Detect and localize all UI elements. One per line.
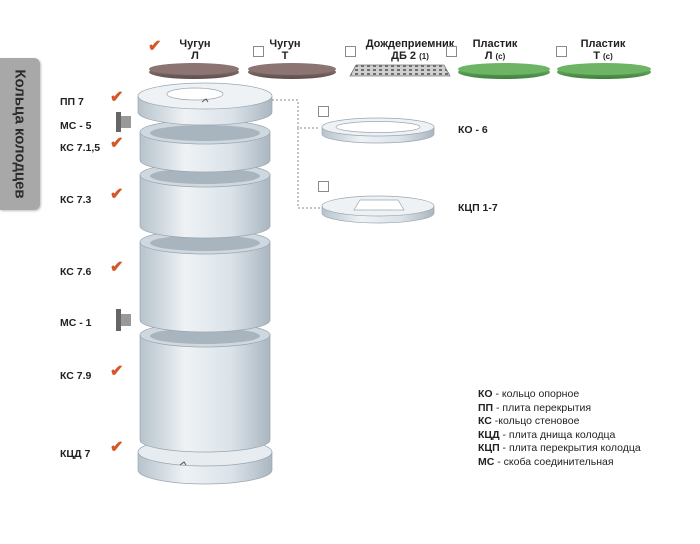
check-icon[interactable]: ✔ [110, 89, 124, 106]
cover-checkbox-2[interactable] [345, 46, 356, 57]
check-icon: ✔ [148, 38, 162, 55]
cover-plastic-t[interactable] [557, 63, 651, 79]
connector-line [272, 99, 320, 209]
legend-row: КЦП - плита перекрытия колодца [478, 442, 641, 454]
ring-ks-7-1-5[interactable] [139, 119, 271, 173]
cover-label-4: Пластик Т (с) [580, 38, 626, 62]
cover-checkbox-4[interactable] [556, 46, 567, 57]
alt-checkbox-kcp[interactable] [318, 181, 329, 192]
ring-ks-7-3[interactable] [139, 162, 271, 239]
cover-checkbox-3[interactable] [446, 46, 457, 57]
bracket-icon[interactable] [116, 112, 132, 132]
alt-checkbox-ko6[interactable] [318, 106, 329, 117]
check-icon[interactable]: ✔ [110, 363, 124, 380]
ring-ko-6[interactable] [321, 117, 435, 144]
bracket-icon[interactable] [116, 309, 132, 331]
ring-ks-7-9[interactable] [139, 322, 271, 453]
cover-label-3: Пластик Л (с) [472, 38, 518, 62]
legend-row: КО - кольцо опорное [478, 388, 580, 400]
cover-cast-iron-l[interactable] [149, 63, 239, 79]
cover-checkbox-1[interactable] [253, 46, 264, 57]
cover-label-2: Дождеприемник ДБ 2 (1) [365, 38, 455, 62]
legend-row: КЦД - плита днища колодца [478, 428, 616, 441]
label-kcd7: КЦД 7 [60, 448, 91, 460]
label-kcp: КЦП 1-7 [458, 202, 498, 214]
legend-row: МС - скоба соединительная [478, 455, 614, 468]
cover-plastic-l[interactable] [458, 63, 550, 79]
check-icon[interactable]: ✔ [110, 186, 124, 203]
label-ks7-6: КС 7.6 [60, 266, 92, 278]
side-tab[interactable]: Кольца колодцев [0, 58, 40, 210]
top-slab[interactable] [137, 82, 273, 126]
label-ms5: МС - 5 [60, 120, 92, 132]
check-icon[interactable]: ✔ [110, 259, 124, 276]
cover-storm-drain[interactable] [349, 64, 451, 77]
slab-kcp-1-7[interactable] [321, 195, 435, 224]
label-pp7: ПП 7 [60, 96, 84, 108]
cover-cast-iron-t[interactable] [248, 63, 336, 79]
legend: КО - кольцо опорное ПП - плита перекрыти… [478, 388, 641, 469]
label-ms1: МС - 1 [60, 317, 92, 329]
legend-row: ПП - плита перекрытия [478, 401, 592, 414]
label-ks7-3: КС 7.3 [60, 194, 92, 206]
legend-row: КС -кольцо стеновое [478, 415, 580, 427]
check-icon[interactable]: ✔ [110, 439, 124, 456]
label-ko6: КО - 6 [458, 124, 488, 136]
check-icon[interactable]: ✔ [110, 135, 124, 152]
label-ks7-9: КС 7.9 [60, 370, 92, 382]
ring-ks-7-6[interactable] [139, 229, 271, 333]
label-ks7-1-5: КС 7.1,5 [60, 142, 101, 154]
